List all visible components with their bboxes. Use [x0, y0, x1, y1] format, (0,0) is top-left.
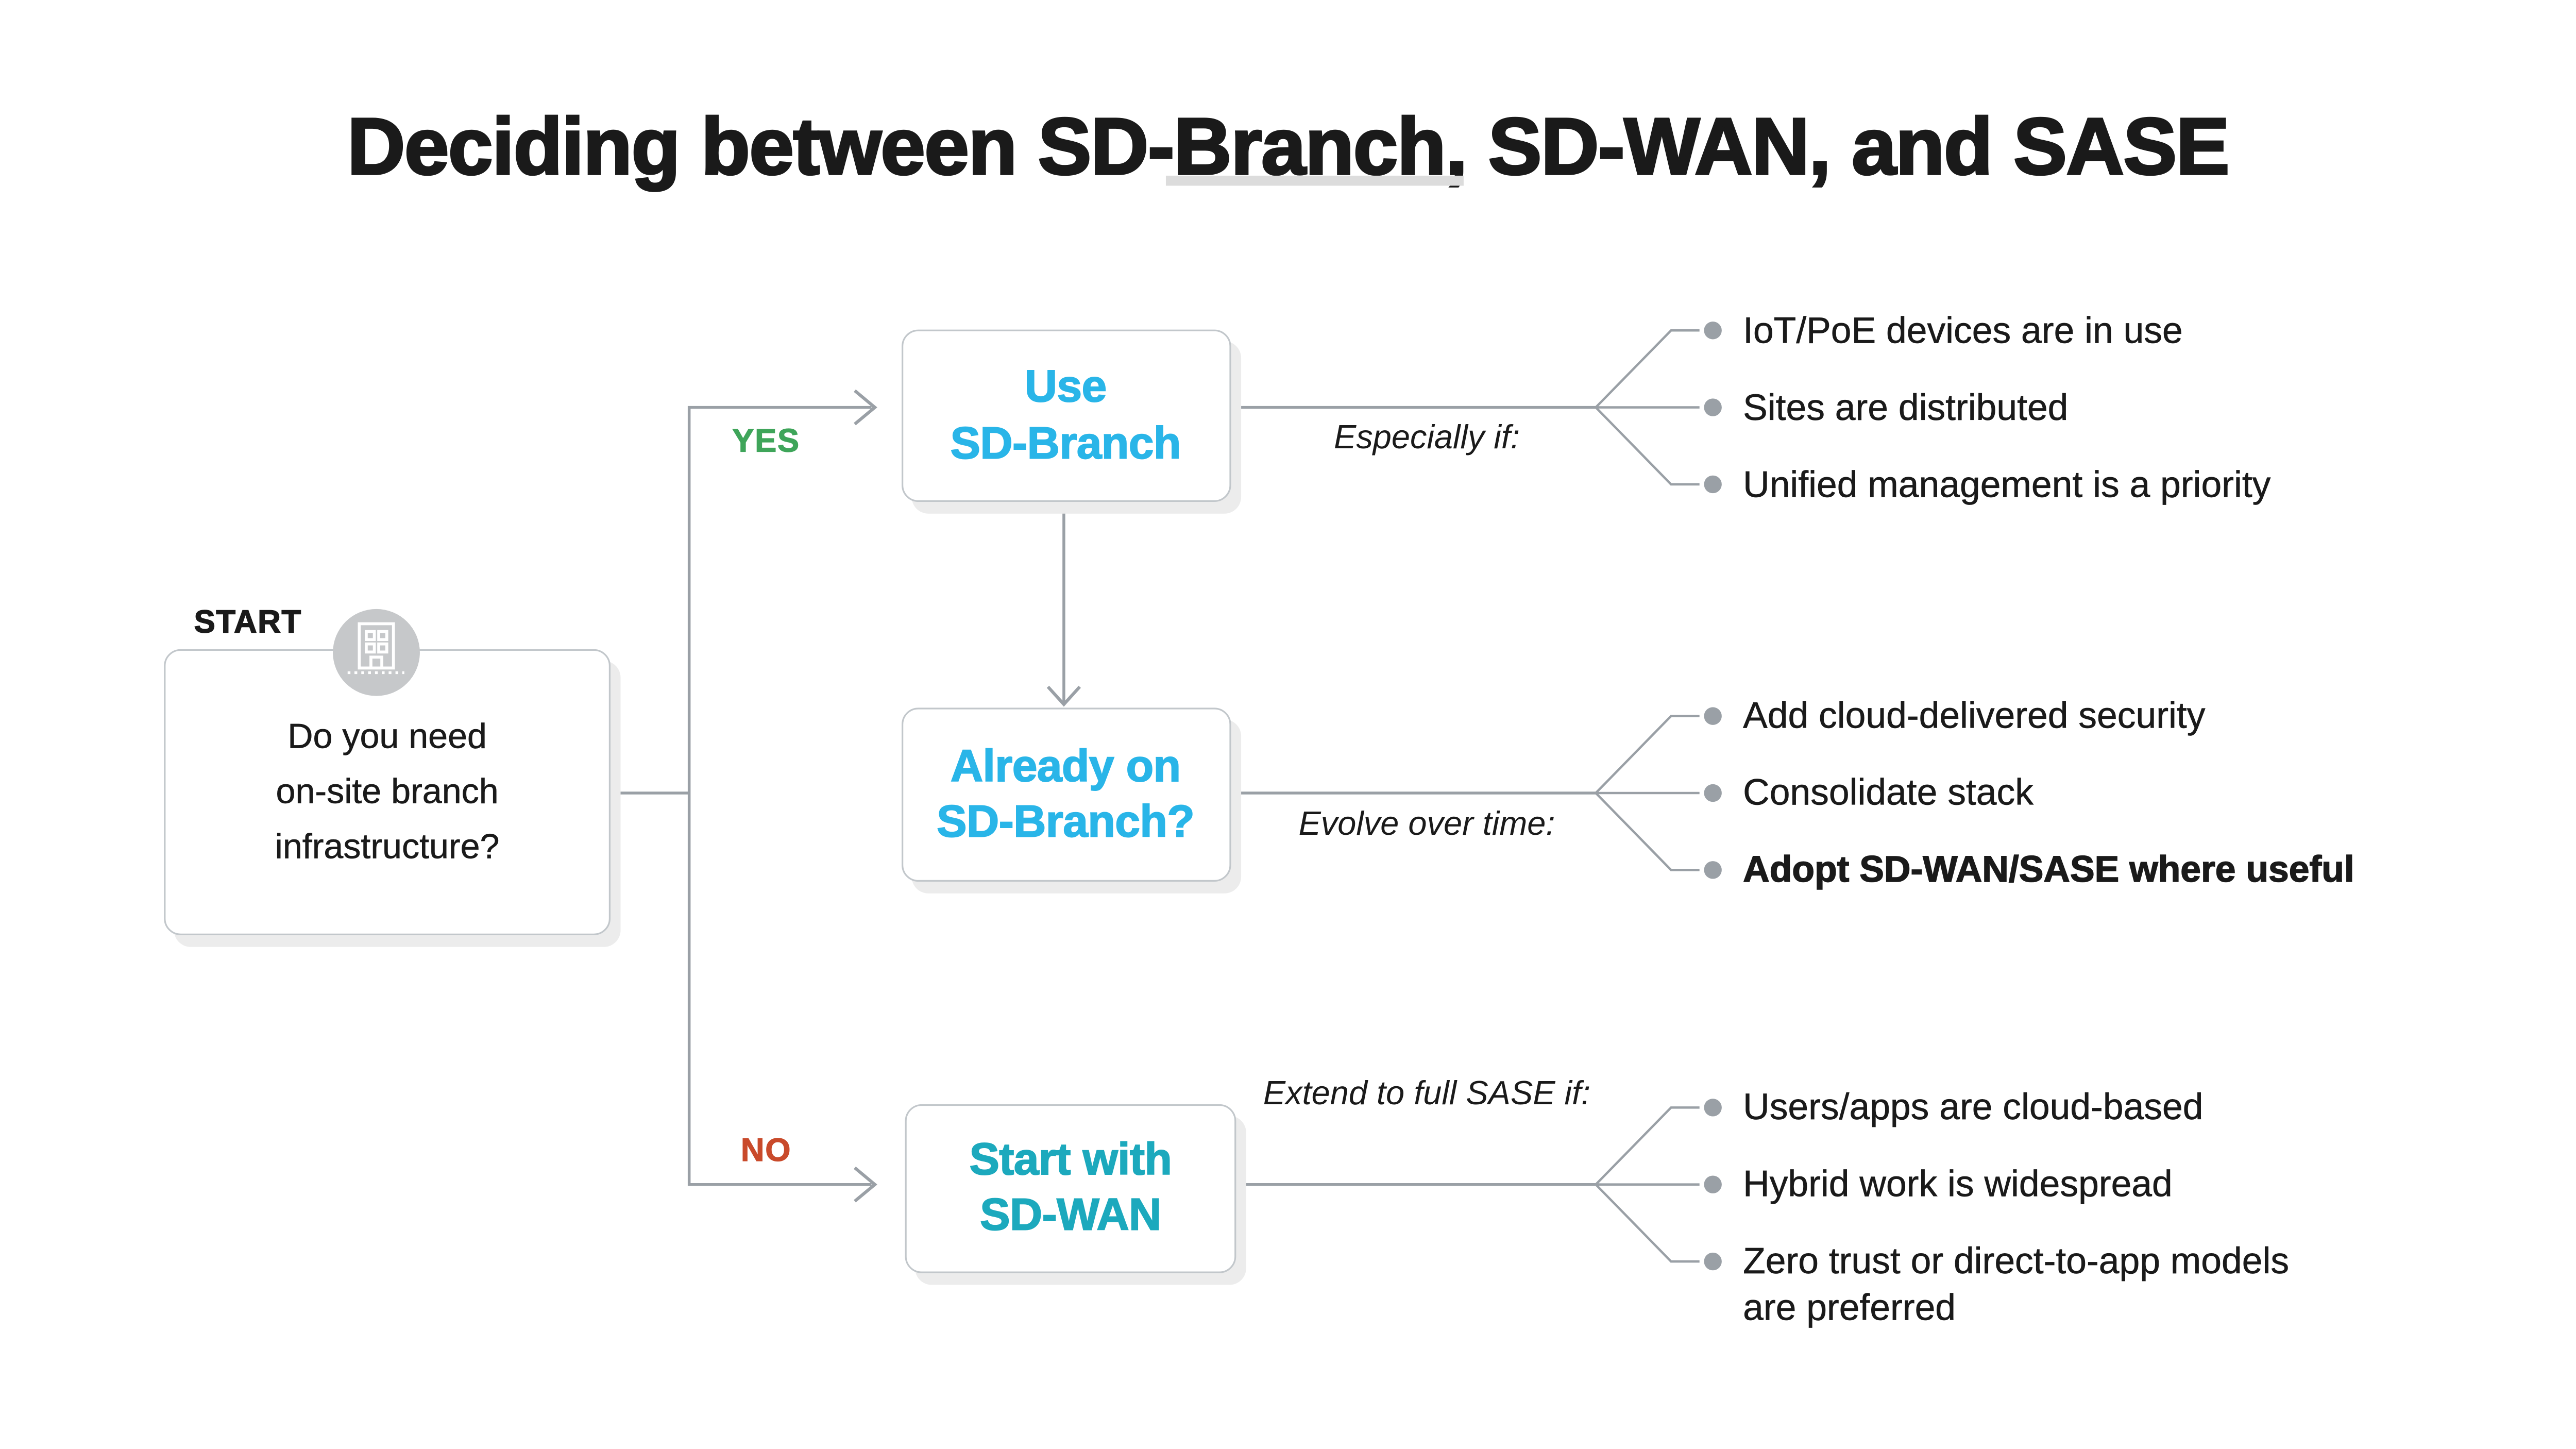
qualifier-line: Extend to full — [1263, 1075, 1457, 1113]
node-label-line: SD-Branch? — [936, 796, 1195, 847]
list-item-text: Consolidate stack — [1743, 771, 2033, 813]
bullet-dot — [1704, 1252, 1722, 1271]
down-arrowhead-icon — [1046, 685, 1081, 707]
building-icon-circle — [333, 609, 420, 696]
node-label-line: SD-Branch — [950, 417, 1182, 468]
list-item: Unified management is a priority — [1743, 461, 2271, 508]
fan-row-1 — [1227, 322, 1722, 494]
row2-fan-bottom — [1595, 792, 1700, 871]
list-item: Users/apps are cloud-based — [1743, 1084, 2204, 1131]
node-use-sd-branch: Use SD-Branch — [901, 329, 1230, 502]
start-label: START — [194, 605, 302, 642]
question-line: on-site branch — [276, 772, 499, 812]
row1-fan-top — [1595, 329, 1700, 409]
node-start-with-sd-wan: Start with SD-WAN — [905, 1103, 1236, 1273]
bullet-dot — [1704, 322, 1722, 340]
decision-trunk — [687, 406, 872, 1186]
row3-fan-top — [1595, 1106, 1700, 1186]
row3-fan-bottom — [1595, 1184, 1700, 1263]
node-label-line: Start with — [969, 1133, 1173, 1184]
bullet-dot — [1704, 784, 1722, 802]
yes-arrowhead-icon — [854, 389, 877, 426]
list-item: Add cloud-delivered security — [1743, 693, 2206, 739]
bullet-dot — [1704, 1175, 1722, 1193]
qualifier-line: SASE if: — [1466, 1075, 1591, 1113]
list-item-text: Unified management is a priority — [1743, 462, 2271, 504]
list-item: Zero trust or direct-to-app models are p… — [1743, 1238, 2290, 1332]
list-item-text: Zero trust or direct-to-app models — [1743, 1239, 2290, 1282]
row2-fan-top — [1595, 715, 1700, 794]
node-already-on-sd-branch: Already on SD-Branch? — [901, 707, 1230, 882]
fan-row-3 — [1232, 1099, 1722, 1271]
list-item: Sites are distributed — [1743, 384, 2069, 431]
node-label-line: Already on — [950, 740, 1181, 791]
no-label: NO — [740, 1132, 792, 1170]
bullet-dot — [1704, 475, 1722, 494]
qualifier-line: Especially if: — [1334, 419, 1520, 457]
node-label-line: Use — [1024, 361, 1107, 412]
bullet-dot — [1704, 398, 1722, 416]
qualifier-especially-if: Especially if: — [1263, 416, 1590, 462]
list-item-text: Adopt SD-WAN/SASE where useful — [1742, 848, 2354, 890]
yes-label: YES — [732, 423, 800, 461]
question-line: Do you need — [287, 717, 487, 756]
list-item-text: IoT/PoE devices are in use — [1743, 309, 2183, 351]
list-item: Consolidate stack — [1743, 770, 2033, 817]
question-line: infrastructure? — [275, 828, 500, 867]
bullet-dot — [1704, 861, 1722, 879]
list-item-text: Sites are distributed — [1743, 385, 2069, 428]
list-item-emphasized: Adopt SD-WAN/SASE where useful — [1742, 847, 2354, 894]
list-item: IoT/PoE devices are in use — [1743, 307, 2183, 354]
node-label-line: SD-WAN — [979, 1189, 1162, 1240]
bullet-dot — [1704, 707, 1722, 725]
row1-fan-bottom — [1595, 406, 1700, 486]
qualifier-line: Evolve over time: — [1298, 806, 1555, 844]
no-arrowhead-icon — [854, 1166, 877, 1203]
fan-row-2 — [1227, 707, 1722, 879]
bullet-dot — [1704, 1099, 1722, 1117]
list-item: Hybrid work is widespread — [1743, 1161, 2173, 1208]
qualifier-extend-to-full-sase: Extend to full SASE if: — [1263, 1072, 1590, 1118]
trunk-and-branch-lines — [607, 389, 1081, 1203]
qualifier-evolve-over-time: Evolve over time: — [1263, 803, 1590, 848]
start-question-node: Do you need on-site branch infrastructur… — [164, 649, 611, 935]
list-item-text: Hybrid work is widespread — [1743, 1162, 2173, 1205]
building-icon — [347, 622, 404, 675]
list-item-text: are preferred — [1743, 1286, 1956, 1328]
list-item-text: Add cloud-delivered security — [1743, 694, 2206, 736]
list-item-text: Users/apps are cloud-based — [1743, 1086, 2204, 1128]
title-underline — [1165, 175, 1464, 185]
